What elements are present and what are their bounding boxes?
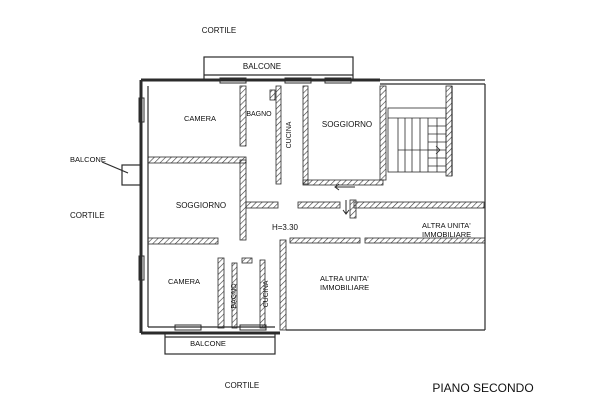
other-unit-2-line2: IMMOBILIARE bbox=[320, 283, 369, 292]
bagno-top-label: BAGNO bbox=[246, 111, 272, 118]
staircase bbox=[387, 107, 447, 173]
balcony-left-label: BALCONE bbox=[70, 155, 106, 164]
courtyard-bottom-label: CORTILE bbox=[225, 381, 260, 390]
interior-walls bbox=[147, 85, 486, 331]
balcony-bottom-label: BALCONE bbox=[190, 339, 226, 348]
courtyard-top-label: CORTILE bbox=[202, 26, 237, 35]
soggiorno-right-label: SOGGIORNO bbox=[322, 120, 372, 129]
height-label: H=3.30 bbox=[272, 223, 299, 232]
window-marks bbox=[138, 77, 352, 331]
other-unit-1-line1: ALTRA UNITA' bbox=[422, 221, 471, 230]
courtyard-left-label: CORTILE bbox=[70, 211, 105, 220]
soggiorno-left-label: SOGGIORNO bbox=[176, 201, 226, 210]
cucina-bottom-label: CUCINA bbox=[263, 280, 270, 307]
balcony-bottom bbox=[164, 332, 276, 355]
room-labels: CORTILE BALCONE CAMERA BAGNO CUCINA SOGG… bbox=[70, 26, 534, 395]
adjacent-building-edge bbox=[286, 84, 486, 331]
camera-top-label: CAMERA bbox=[184, 114, 216, 123]
bagno-bottom-label: BAGNO bbox=[231, 283, 238, 309]
balcony-top bbox=[203, 56, 354, 81]
floor-title: PIANO SECONDO bbox=[432, 381, 533, 395]
balcony-top-label: BALCONE bbox=[243, 62, 281, 71]
other-unit-1-line2: IMMOBILIARE bbox=[422, 230, 471, 239]
circulation-arrows bbox=[334, 183, 355, 215]
other-unit-2-line1: ALTRA UNITA' bbox=[320, 274, 369, 283]
cucina-top-label: CUCINA bbox=[286, 121, 293, 148]
camera-bottom-label: CAMERA bbox=[168, 277, 200, 286]
balcony-left bbox=[101, 161, 142, 186]
